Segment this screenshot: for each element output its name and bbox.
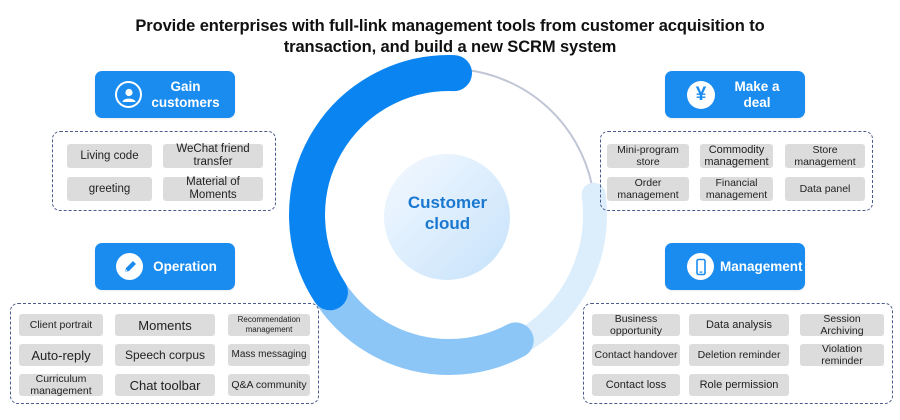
feature-chip[interactable]: Recommendation management: [228, 314, 310, 336]
feature-chip[interactable]: WeChat friend transfer: [163, 143, 263, 168]
feature-chip[interactable]: Financial management: [700, 177, 773, 201]
make-a-deal-group: Mini-program store Commodity management …: [600, 131, 873, 211]
feature-chip[interactable]: Violation reminder: [800, 343, 884, 367]
feature-chip[interactable]: Q&A community: [228, 374, 310, 396]
ring-arc-light: [514, 182, 608, 351]
yen-icon: ¥: [687, 80, 715, 109]
make-a-deal-label: Make a deal: [715, 79, 805, 111]
feature-chip[interactable]: Role permission: [689, 374, 789, 396]
feature-chip[interactable]: Speech corpus: [115, 344, 215, 366]
feature-chip[interactable]: Deletion reminder: [689, 344, 789, 366]
feature-chip[interactable]: Curriculum management: [19, 373, 103, 397]
feature-chip[interactable]: Mass messaging: [228, 344, 310, 366]
feature-chip[interactable]: Business opportunity: [592, 313, 680, 337]
ring-arc-mid: [314, 278, 534, 375]
title-line-1: Provide enterprises with full-link manag…: [135, 17, 765, 35]
diagram-title: Provide enterprises with full-link manag…: [0, 16, 900, 58]
feature-chip[interactable]: Chat toolbar: [115, 374, 215, 396]
ring-arc-thin: [464, 68, 593, 185]
make-a-deal-label-line-2: deal: [743, 94, 771, 110]
gain-customers-label-line-2: customers: [151, 94, 220, 110]
feature-chip[interactable]: Client portrait: [19, 314, 103, 336]
feature-chip[interactable]: Mini-program store: [607, 144, 689, 168]
gain-customers-label: Gain customers: [142, 79, 235, 111]
feature-chip[interactable]: Data panel: [785, 177, 865, 201]
feature-chip[interactable]: Data analysis: [689, 314, 789, 336]
operation-group: Client portrait Moments Recommendation m…: [10, 303, 319, 404]
center-label-line-1: Customer: [407, 193, 488, 212]
center-label: Customer cloud: [380, 192, 515, 234]
feature-chip[interactable]: Order management: [607, 177, 689, 201]
phone-icon: [687, 253, 714, 280]
feature-chip[interactable]: Living code: [67, 144, 152, 168]
center-label-line-2: cloud: [424, 214, 471, 233]
make-a-deal-label-line-1: Make a: [734, 78, 780, 94]
feature-chip[interactable]: Auto-reply: [19, 344, 103, 366]
feature-chip[interactable]: Material of Moments: [163, 176, 263, 201]
operation-label: Operation: [153, 258, 217, 274]
gain-customers-button[interactable]: Gain customers: [95, 71, 235, 118]
management-group: Business opportunity Data analysis Sessi…: [583, 303, 893, 404]
feature-chip[interactable]: Commodity management: [700, 144, 773, 168]
feature-chip[interactable]: Store management: [785, 144, 865, 168]
feature-chip[interactable]: greeting: [67, 177, 152, 201]
management-button[interactable]: Management: [665, 243, 805, 290]
pen-icon: [116, 253, 143, 280]
feature-chip[interactable]: Session Archiving: [800, 313, 884, 337]
title-line-2: transaction, and build a new SCRM system: [283, 38, 617, 56]
center-circle: [384, 154, 510, 280]
gain-customers-label-line-1: Gain: [170, 78, 201, 94]
gain-customers-group: Living code WeChat friend transfer greet…: [52, 131, 276, 211]
ring-arc-dark: [289, 55, 472, 311]
user-icon: [115, 81, 142, 108]
operation-button[interactable]: Operation: [95, 243, 235, 290]
feature-chip[interactable]: Contact handover: [592, 344, 680, 366]
feature-chip[interactable]: Moments: [115, 314, 215, 336]
management-label: Management: [720, 258, 803, 274]
feature-chip[interactable]: Contact loss: [592, 374, 680, 396]
make-a-deal-button[interactable]: ¥ Make a deal: [665, 71, 805, 118]
